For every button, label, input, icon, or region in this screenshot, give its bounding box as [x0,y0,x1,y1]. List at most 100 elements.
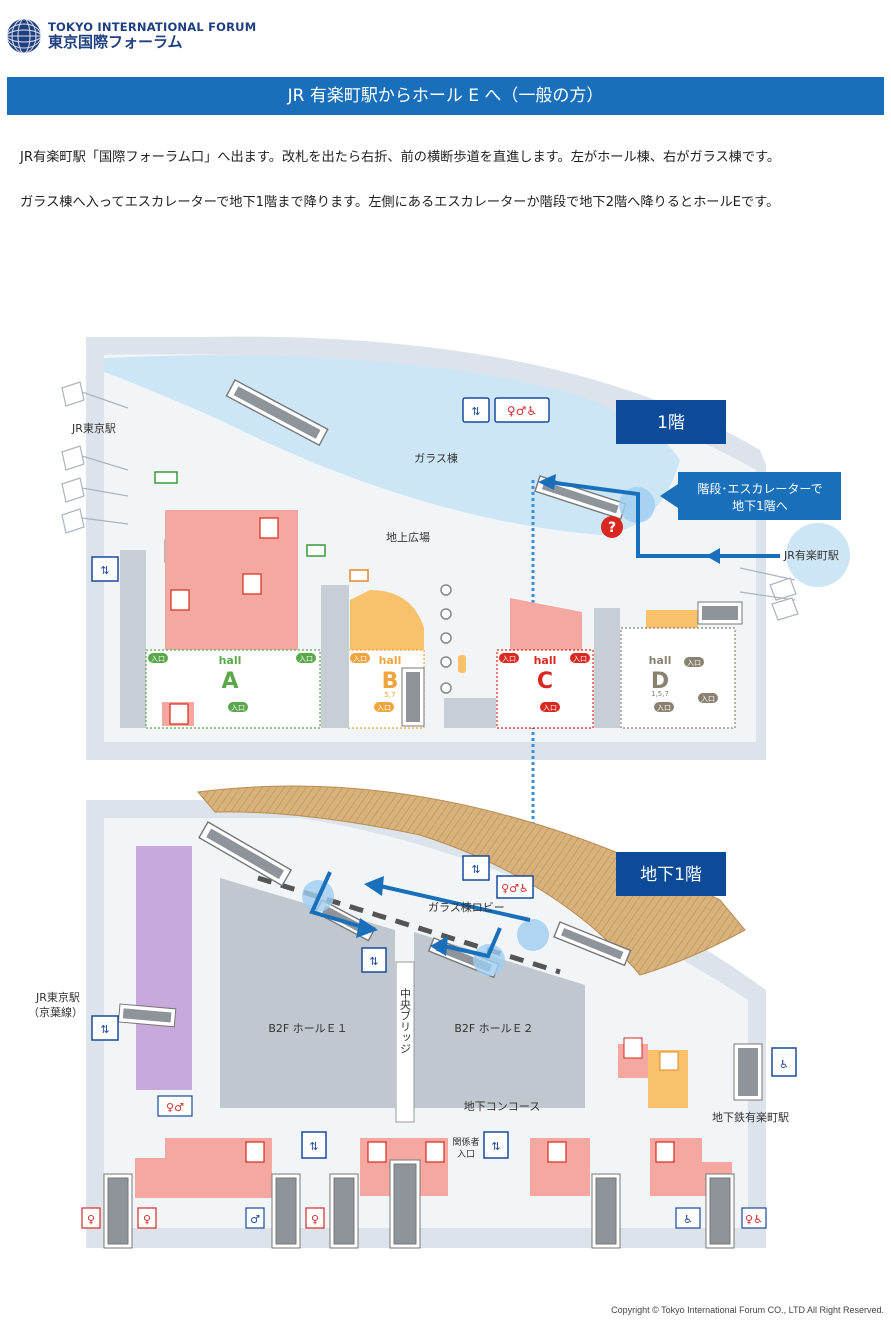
svg-text:入口: 入口 [687,659,701,667]
route-arrowhead-b1-1 [364,876,384,896]
copyright: Copyright © Tokyo International Forum CO… [611,1305,884,1315]
page-title: JR 有楽町駅からホール E へ（一般の方） [7,77,884,115]
escalator-highlight-b1-c [473,944,505,976]
svg-text:⇅: ⇅ [100,564,109,577]
svg-text:♀♂♿: ♀♂♿ [501,882,529,895]
entrance-tag: 入口 [570,653,590,663]
b1-badge [616,852,726,896]
svg-text:⇅: ⇅ [471,405,480,418]
entrance-tag: 入口 [350,653,370,663]
hall-c-letter: C [537,669,553,694]
restaurant-icon [425,1141,445,1163]
svg-text:?: ? [608,520,616,536]
staff-entrance-label-1: 関係者 [452,1137,479,1148]
rail-lines-right [739,567,799,621]
elevator-icon: ⇅ [91,1015,119,1041]
accessibility-icon: ♿ [771,1047,797,1077]
directions-paragraph-1: JR有楽町駅「国際フォーラム口」へ出ます。改札を出たら右折、前の横断歩道を直進し… [20,150,781,165]
entrance-tag: 入口 [684,657,704,667]
jr-tokyo-keiyo-sub: （京葉線） [28,1005,83,1019]
floor-b1-map: B2F ホールＥ１ B2F ホールＥ２ 中央ブリッジ 地下1 [28,785,797,1249]
route-arrowhead-1 [706,548,720,564]
hall-bc-bench [458,655,466,673]
rail-lines-left [61,381,129,534]
route-callout [678,472,841,520]
wood-canopy [197,785,746,976]
route-arrowhead-b1-3 [430,936,448,956]
globe-logo-icon [6,18,42,54]
concourse-label: 地下コンコース [464,1100,540,1113]
escalators-bottom [103,1159,735,1249]
hall-d-letter: D [651,669,669,694]
logo: TOKYO INTERNATIONAL FORUM 東京国際フォーラム [6,18,256,54]
restaurant-icon [259,517,279,539]
hall-b-letter: B [382,669,399,694]
floor-map: JR東京駅 ⇅ ♀♂♿ ガラス棟 1階 ? [28,336,850,1249]
glass-lobby-label: ガラス棟ロビー [428,900,505,914]
svg-text:♀: ♀ [143,1213,151,1226]
entrance-tag: 入口 [654,702,674,712]
svg-text:⇅: ⇅ [369,955,378,968]
entrance-tag: 入口 [296,653,316,663]
directions-paragraph-2: ガラス棟へ入ってエスカレーターで地下1階まで降ります。左側にあるエスカレーターか… [20,195,780,210]
jr-yurakucho-label: JR有楽町駅 [783,548,839,562]
svg-text:入口: 入口 [151,655,165,663]
hall-c-restaurant [510,598,582,650]
route-arrow-b1-main [379,884,531,922]
floor-1-map: JR東京駅 ⇅ ♀♂♿ ガラス棟 1階 ? [61,336,850,930]
svg-text:入口: 入口 [353,655,367,663]
elevator-icon: ⇅ [462,397,490,423]
elevator-icon: ⇅ [483,1131,509,1159]
route-arrow-b1-right [443,927,502,959]
svg-text:入口: 入口 [543,704,557,712]
escalator-keiyo [117,1003,177,1028]
exit-sign-1 [154,471,178,484]
floor1-badge [616,400,726,444]
plaza-label: 地上広場 [386,531,430,544]
staff-entrance-label-2: 入口 [457,1149,475,1160]
svg-text:入口: 入口 [377,704,391,712]
callout-arrow [660,484,678,508]
restroom-icon: ♀♂♿ [496,875,534,899]
svg-text:入口: 入口 [701,695,715,703]
jr-tokyo-label: JR東京駅 [71,421,116,435]
route-arrow-b1-left [309,871,367,930]
svg-text:入口: 入口 [573,655,587,663]
column-markers [440,584,452,694]
escalator-hall-b [401,667,425,727]
central-bridge-label: 中央ブリッジ [399,988,412,1054]
svg-text:♿: ♿ [779,1058,789,1071]
escalator-subway [733,1043,763,1101]
exit-sign-3 [349,569,369,582]
entrance-tag: 入口 [540,702,560,712]
hall-d-sub: 1,5,7 [651,690,669,698]
hall-a-restaurant [165,510,298,650]
exit-sign-2 [306,544,326,557]
svg-text:♀♿: ♀♿ [745,1213,763,1226]
information-icon: ? [601,516,623,538]
floor1-badge-label: 1階 [657,413,685,433]
restaurant-icon [547,1141,567,1163]
escalator-highlight-b1-a [517,919,549,951]
restaurant-icon [169,703,189,725]
svg-text:入口: 入口 [299,655,313,663]
hall-e1-label: B2F ホールＥ１ [268,1022,347,1035]
svg-text:♀♂♿: ♀♂♿ [507,404,537,418]
subway-label: 地下鉄有楽町駅 [712,1110,789,1124]
hall-e2-label: B2F ホールＥ２ [454,1022,533,1035]
restroom-icon: ♀♂♿ [494,397,550,423]
entrance-tag: 入口 [698,693,718,703]
route-callout-line-1: 階段･エスカレーターで [697,481,822,496]
elevator-icon-1f-left: ⇅ [91,556,119,582]
pillar-center [444,698,496,728]
restroom-icons-bottom: ♀ ♀ ♂ ♀ ♿ ♀♿ [81,1207,767,1229]
svg-text:入口: 入口 [231,704,245,712]
hall-e2-block [414,932,585,1108]
central-bridge [395,961,415,1123]
svg-text:⇅: ⇅ [471,863,480,876]
route-callout-line-2: 地下1階へ [732,498,788,513]
shop-icon [659,1051,679,1071]
escalator-b1-top [198,821,293,887]
hall-b-sub: 5,7 [384,691,395,699]
elevator-icon: ⇅ [301,1131,327,1159]
